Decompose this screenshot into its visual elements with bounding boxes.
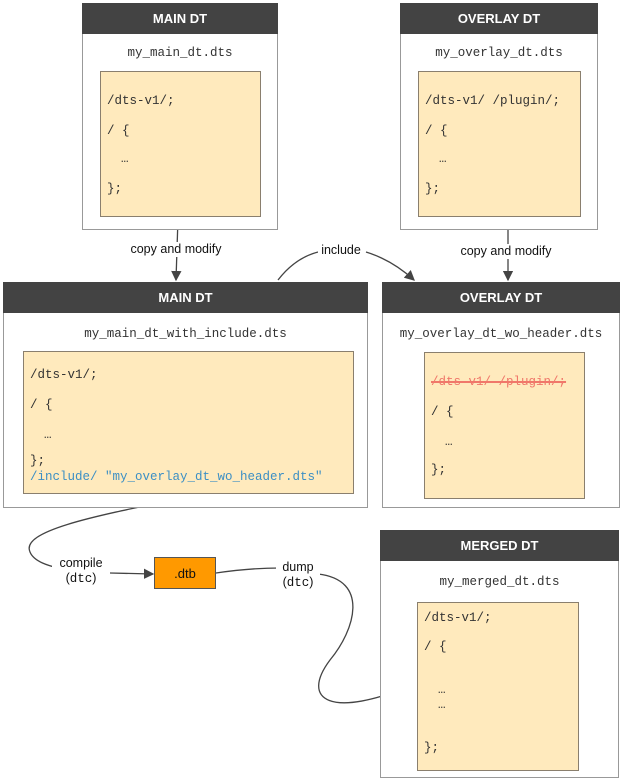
merged-dt-header: MERGED DT bbox=[380, 530, 619, 561]
code-line: }; bbox=[425, 182, 441, 196]
include-line: /include/ "my_overlay_dt_wo_header.dts" bbox=[30, 470, 323, 484]
code-line: /dts-v1/; bbox=[30, 368, 98, 382]
overlay-dt-wo-header-filename: my_overlay_dt_wo_header.dts bbox=[399, 327, 603, 341]
label-compile: compile (dtc) bbox=[52, 556, 110, 587]
overlay-dt-code: /dts-v1/ /plugin/; / { … }; bbox=[418, 71, 581, 217]
arrow-dump-a bbox=[215, 567, 281, 574]
merged-dt-box: MERGED DT my_merged_dt.dts /dts-v1/; / {… bbox=[380, 530, 619, 778]
main-dt-include-code: /dts-v1/; / { … }; /include/ "my_overlay… bbox=[23, 351, 354, 494]
dtb-node: .dtb bbox=[154, 557, 216, 589]
arrow-dump-b bbox=[317, 573, 417, 704]
main-dt-code: /dts-v1/; / { … }; bbox=[100, 71, 261, 217]
compile-text: compile bbox=[59, 556, 103, 570]
code-line: /dts-v1/; bbox=[107, 94, 175, 108]
code-line: … bbox=[438, 683, 446, 697]
dump-tool: (dtc) bbox=[282, 575, 314, 590]
label-dump: dump (dtc) bbox=[276, 560, 320, 591]
main-dt-filename: my_main_dt.dts bbox=[127, 46, 233, 60]
label-copy-modify-overlay: copy and modify bbox=[454, 244, 558, 259]
main-dt-include-filename: my_main_dt_with_include.dts bbox=[84, 327, 287, 341]
overlay-dt-wo-header-code: /dts-v1/ /plugin/; / { … }; bbox=[424, 352, 585, 499]
code-line: … bbox=[438, 698, 446, 712]
code-line: … bbox=[121, 152, 129, 166]
code-line: / { bbox=[30, 398, 53, 412]
overlay-dt-header: OVERLAY DT bbox=[400, 3, 598, 34]
code-line: }; bbox=[107, 182, 123, 196]
code-line: / { bbox=[425, 124, 448, 138]
code-line: / { bbox=[424, 640, 447, 654]
overlay-dt-wo-header-box: OVERLAY DT my_overlay_dt_wo_header.dts /… bbox=[382, 282, 620, 508]
code-line: / { bbox=[431, 405, 454, 419]
merged-dt-filename: my_merged_dt.dts bbox=[439, 575, 560, 589]
code-line: }; bbox=[30, 454, 46, 468]
code-line: }; bbox=[431, 463, 447, 477]
main-dt-include-header: MAIN DT bbox=[3, 282, 368, 313]
merged-dt-code: /dts-v1/; / { … … }; bbox=[417, 602, 579, 771]
arrow-include-b bbox=[365, 251, 415, 281]
code-line: /dts-v1/ /plugin/; bbox=[425, 94, 561, 108]
label-include: include bbox=[318, 243, 364, 258]
overlay-dt-box: OVERLAY DT my_overlay_dt.dts /dts-v1/ /p… bbox=[400, 3, 598, 230]
code-line: / { bbox=[107, 124, 130, 138]
code-line: … bbox=[44, 428, 52, 442]
label-copy-modify-main: copy and modify bbox=[124, 242, 228, 257]
main-dt-box: MAIN DT my_main_dt.dts /dts-v1/; / { … }… bbox=[82, 3, 278, 230]
struck-code-line: /dts-v1/ /plugin/; bbox=[431, 375, 567, 389]
arrow-compile-a bbox=[28, 496, 189, 569]
main-dt-include-box: MAIN DT my_main_dt_with_include.dts /dts… bbox=[3, 282, 368, 508]
overlay-dt-wo-header-header: OVERLAY DT bbox=[382, 282, 620, 313]
code-line: }; bbox=[424, 741, 440, 755]
overlay-dt-filename: my_overlay_dt.dts bbox=[435, 46, 563, 60]
dump-text: dump bbox=[282, 560, 314, 574]
code-line: … bbox=[445, 435, 453, 449]
main-dt-header: MAIN DT bbox=[82, 3, 278, 34]
arrow-include-a bbox=[277, 251, 319, 281]
arrow-compile-b bbox=[109, 568, 155, 579]
code-line: … bbox=[439, 152, 447, 166]
compile-tool: (dtc) bbox=[65, 571, 97, 586]
code-line: /dts-v1/; bbox=[424, 611, 492, 625]
